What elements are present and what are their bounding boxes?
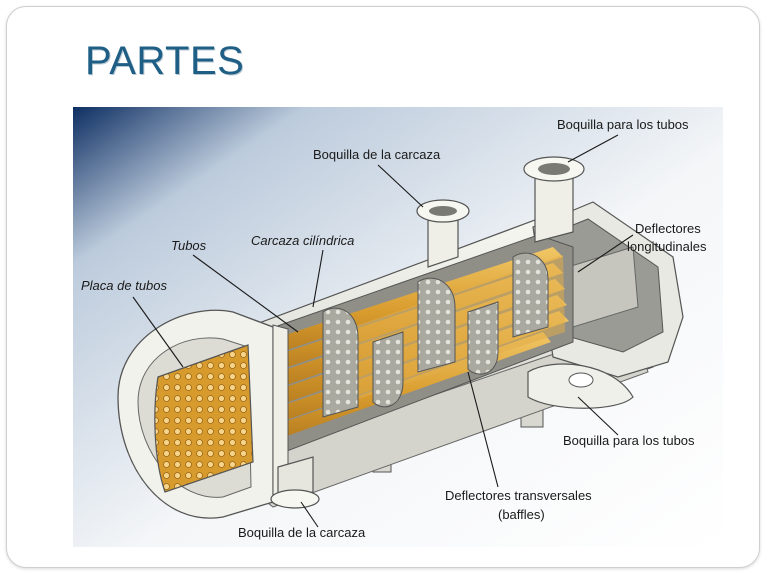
shell-nozzle-top	[416, 199, 470, 268]
tube-nozzle-top	[523, 156, 585, 243]
tube-sheet	[154, 344, 254, 493]
heat-exchanger-body	[117, 156, 684, 519]
leader-lines	[132, 134, 634, 528]
label-cylindrical-shell: Carcaza cilíndrica	[251, 233, 354, 248]
label-tube-sheet: Placa de tubos	[81, 278, 168, 293]
label-tube-nozzle-bottom: Boquilla para los tubos	[563, 433, 695, 448]
baffle-5	[512, 252, 549, 338]
label-tube-nozzle-top: Boquilla para los tubos	[557, 117, 689, 132]
label-shell-nozzle-bottom: Boquilla de la carcaza	[238, 525, 366, 540]
label-longitudinal-baffles-2: longitudinales	[627, 239, 707, 254]
baffle-2	[372, 331, 404, 408]
slide: PARTES	[6, 6, 760, 568]
heat-exchanger-diagram: Boquilla de la carcaza Boquilla para los…	[73, 107, 723, 547]
baffle-3	[417, 277, 456, 373]
slide-title: PARTES	[85, 39, 245, 83]
label-longitudinal-baffles-1: Deflectores	[635, 221, 701, 236]
baffle-4	[467, 301, 499, 375]
baffle-1	[322, 307, 359, 418]
shell-nozzle-bottom	[270, 456, 320, 509]
label-transverse-baffles-2: (baffles)	[498, 507, 545, 522]
label-shell-nozzle-top: Boquilla de la carcaza	[313, 147, 441, 162]
nozzle-flange	[568, 372, 594, 388]
label-tubes: Tubos	[171, 238, 207, 253]
heat-exchanger-figure: Boquilla de la carcaza Boquilla para los…	[73, 107, 723, 547]
transverse-baffles	[322, 252, 549, 418]
label-transverse-baffles-1: Deflectores transversales	[445, 488, 592, 503]
